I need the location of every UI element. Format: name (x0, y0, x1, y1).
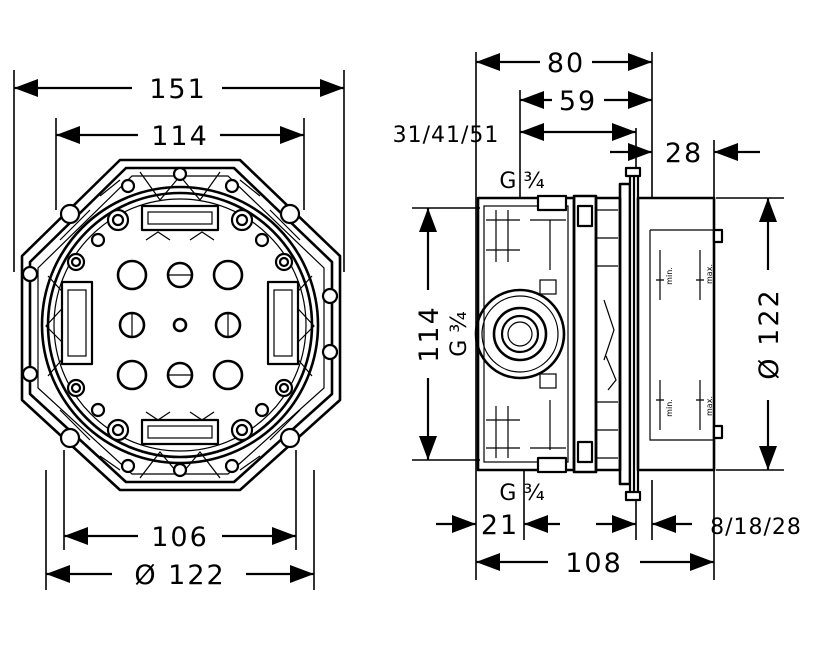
thread-label-bottom: G ¾ (499, 481, 544, 506)
dimension-label-28: 28 (665, 138, 703, 169)
dimension-59: 59 (520, 86, 652, 117)
dimension-151: 151 (13, 70, 345, 272)
dimension-label-diameter-122-side: Ø 122 (754, 288, 785, 379)
scale-max-bottom: max. (705, 396, 714, 416)
thread-label-top: G ¾ (499, 169, 544, 194)
dimension-diameter-122-front: Ø 122 (45, 470, 315, 591)
scale-max-top: max. (705, 264, 714, 284)
dimension-label-59: 59 (559, 86, 597, 117)
clamp-blocks (60, 204, 300, 446)
dimension-diameter-122-side: Ø 122 (716, 197, 785, 471)
dimension-106: 106 (63, 450, 297, 553)
scale-min-top: min. (665, 267, 674, 285)
dimension-label-114-side: 114 (414, 305, 445, 363)
inlet-port (474, 288, 566, 380)
inner-hole-grid (116, 259, 244, 391)
side-housing (476, 166, 642, 502)
main-ring (40, 185, 320, 465)
dimension-label-31-41-51: 31/41/51 (393, 123, 500, 148)
dimension-label-151: 151 (149, 74, 207, 105)
dimension-114-side: 114 G ¾ (412, 207, 480, 461)
dimension-31-41-51: 31/41/51 (393, 123, 636, 148)
dimension-28: 28 (610, 138, 760, 169)
dimension-label-8-18-28: 8/18/28 (710, 515, 802, 540)
dimension-label-80: 80 (547, 48, 585, 79)
ring-screw-bosses (66, 208, 294, 442)
dimension-label-21: 21 (481, 510, 519, 541)
dimension-8-18-28: 8/18/28 (596, 515, 802, 540)
thread-label-side: G ¾ (447, 311, 472, 356)
front-view: 151 114 (13, 70, 345, 591)
dimension-21: 21 (436, 510, 560, 541)
dimension-80: 80 (476, 48, 652, 79)
dimension-label-diameter-122-front: Ø 122 (134, 560, 225, 591)
dimension-label-114-front: 114 (151, 121, 209, 152)
dimension-108: 108 (476, 548, 714, 579)
dimension-label-106: 106 (151, 522, 209, 553)
dimension-label-108: 108 (565, 548, 623, 579)
trim-box: min. max. min. max. (636, 196, 724, 472)
mounting-ears (21, 166, 339, 478)
scale-min-bottom: min. (665, 399, 674, 417)
dimension-114-front: 114 (55, 118, 305, 210)
side-view: 80 59 31/41/51 28 G ¾ (393, 48, 802, 580)
